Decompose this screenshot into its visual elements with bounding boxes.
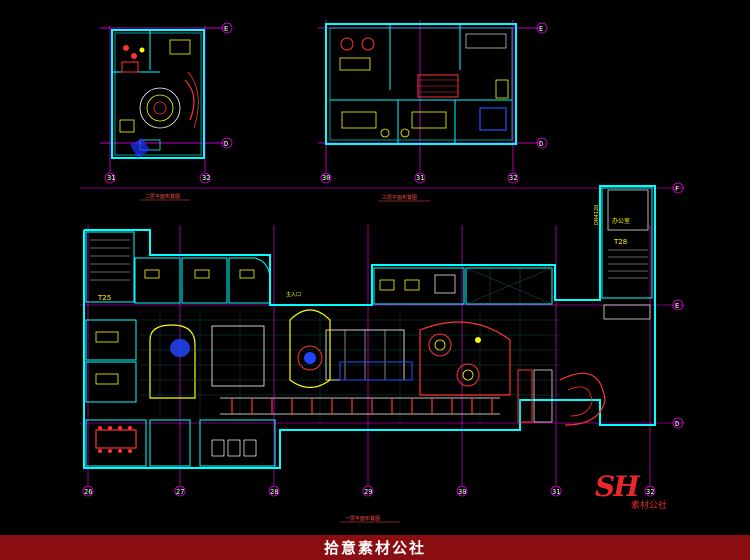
grid-col-label: 32	[202, 174, 210, 182]
plan-title: 二层平面布置图	[145, 193, 180, 200]
grid-col-label: 27	[176, 488, 184, 496]
logo-mark: SH	[595, 470, 640, 503]
grid-col-label: 30	[322, 174, 330, 182]
stair-label-right: T28	[613, 238, 627, 246]
plan-main: T25	[80, 182, 685, 523]
plan-title: 三层平面布置图	[382, 194, 417, 201]
grid-col-label: 31	[552, 488, 560, 496]
plan-upper-left: 31 32 E D 二层平面布置图	[100, 22, 233, 201]
grid-col-label: 26	[84, 488, 92, 496]
grid-col-label: 31	[416, 174, 424, 182]
footer-banner: 拾意素材公社	[0, 535, 750, 560]
grid-row-label: D	[539, 140, 543, 148]
plan-title: 一层平面布置图	[345, 515, 380, 522]
grid-row-label: D	[224, 140, 228, 148]
grid-row-label: F	[675, 185, 679, 193]
grid-col-label: 32	[509, 174, 517, 182]
plan-upper-right: 30 31 32 E D 三层平面布置图	[318, 20, 548, 202]
logo-brand-text: 素材公社	[631, 501, 668, 511]
stair-label-left: T25	[97, 294, 111, 302]
grid-col-label: 28	[270, 488, 278, 496]
grid-col-label: 30	[458, 488, 466, 496]
grid-row-label: E	[675, 302, 679, 310]
grid-row-label: E	[224, 25, 228, 33]
room-label-vertical: DN4120	[594, 205, 600, 225]
entrance-label: 主入口	[286, 291, 301, 298]
grid-row-label: D	[675, 420, 679, 428]
grid-col-label: 32	[646, 488, 654, 496]
grid-col-label: 29	[364, 488, 372, 496]
grid-col-label: 31	[107, 174, 115, 182]
grid-row-label: E	[539, 25, 543, 33]
cad-floor-plan-drawing: 31 32 E D 二层平面布置图	[80, 20, 685, 523]
room-label-right-top: 办公室	[612, 217, 630, 225]
brand-logo: SH 素材公社	[595, 470, 685, 515]
footer-text: 拾意素材公社	[323, 539, 426, 557]
